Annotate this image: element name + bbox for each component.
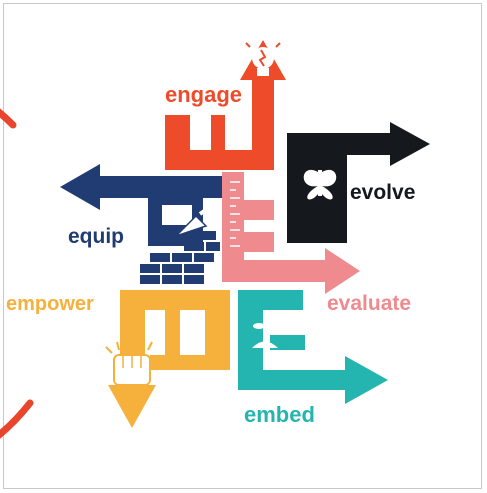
outer-ring	[0, 108, 34, 439]
evaluate-shape	[222, 172, 360, 294]
engage-label: engage	[165, 82, 242, 107]
empower-label: empower	[6, 293, 94, 315]
evolve-label: evolve	[350, 181, 415, 204]
butterfly-icon	[303, 169, 337, 200]
raised-fist-icon	[105, 341, 153, 386]
equip-shape	[60, 164, 235, 246]
image-frame	[3, 3, 482, 489]
brick-trowel-icon	[140, 202, 220, 284]
seedling-icon	[252, 319, 278, 348]
lightbulb-icon	[245, 42, 281, 76]
engage-shape	[165, 40, 286, 170]
embed-label: embed	[244, 402, 315, 427]
evaluate-label: evaluate	[327, 292, 411, 315]
equip-label: equip	[68, 225, 124, 248]
evolve-shape	[287, 122, 430, 243]
embed-shape	[238, 290, 388, 404]
ruler-icon	[230, 181, 240, 247]
